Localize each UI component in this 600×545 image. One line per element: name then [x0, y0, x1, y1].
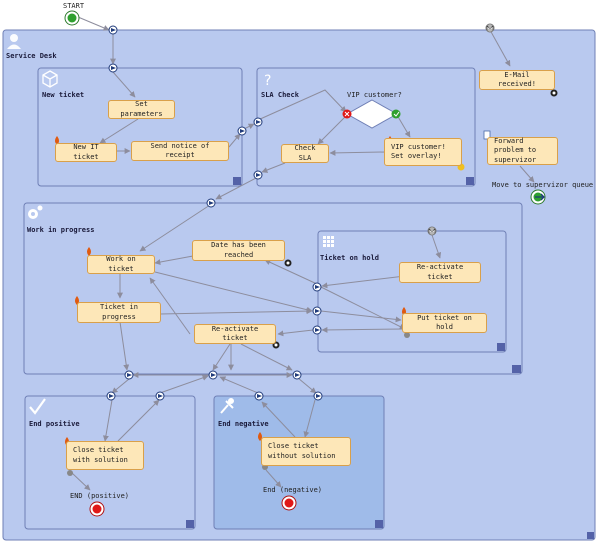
- end-positive-event[interactable]: [89, 501, 105, 517]
- end-negative-event[interactable]: [281, 495, 297, 511]
- task-put-on-hold[interactable]: Put ticket on hold: [402, 313, 487, 333]
- gear-icon: [28, 205, 43, 219]
- end-negative-title: End negative: [218, 420, 269, 428]
- task-date-reached[interactable]: Date has been reached: [192, 240, 285, 261]
- task-set-parameters[interactable]: Set parameters: [108, 100, 175, 119]
- question-icon: ?: [264, 73, 271, 89]
- task-send-notice[interactable]: Send notice of receipt: [131, 141, 229, 161]
- vip-gateway[interactable]: [342, 99, 401, 129]
- person-icon: [7, 34, 21, 49]
- envelope-icon: [427, 23, 495, 236]
- task-close-without-solution[interactable]: Close ticket without solution: [261, 437, 351, 466]
- task-close-with-solution[interactable]: Close ticket with solution: [66, 441, 144, 470]
- start-event[interactable]: [64, 10, 80, 26]
- new-ticket-title: New ticket: [42, 91, 85, 99]
- start-label: START: [63, 2, 85, 10]
- task-email-received[interactable]: E-Mail received!: [479, 70, 555, 90]
- grid-icon: [323, 236, 334, 247]
- task-reactivate-main[interactable]: Re-activate ticket: [194, 324, 276, 344]
- gear-small-icon: [67, 89, 558, 476]
- sla-check-title: SLA Check: [261, 91, 299, 99]
- vip-question-label: VIP customer?: [347, 91, 402, 99]
- task-check-sla[interactable]: Check SLA: [281, 144, 329, 163]
- new-ticket-box: [37, 67, 243, 187]
- supervisor-queue-event[interactable]: [530, 189, 546, 205]
- move-supervisor-label: Move to supervizor queue: [492, 181, 594, 189]
- task-reactivate-hold[interactable]: Re-activate ticket: [399, 262, 481, 283]
- work-in-progress-title: Work in progress: [27, 226, 95, 234]
- cube-icon: [42, 70, 58, 88]
- task-new-it-ticket[interactable]: New IT ticket: [55, 143, 117, 162]
- task-vip-overlay[interactable]: VIP customer! Set overlay!: [384, 138, 462, 166]
- task-ticket-in-progress[interactable]: Ticket in progress: [77, 302, 161, 323]
- end-negative-label: End (negative): [263, 486, 323, 494]
- end-positive-title: End positive: [29, 420, 80, 428]
- ticket-on-hold-title: Ticket on hold: [320, 254, 380, 262]
- sla-check-box: [256, 67, 476, 187]
- ticket-on-hold-box: [317, 230, 507, 353]
- task-work-on-ticket[interactable]: Work on ticket: [87, 255, 155, 274]
- pin-icon: [220, 398, 234, 414]
- service-desk-title: Service Desk: [6, 52, 57, 60]
- check-icon: [29, 398, 46, 415]
- end-positive-label: END (positive): [70, 492, 130, 500]
- task-forward-problem[interactable]: Forward problem to supervizor: [487, 137, 558, 165]
